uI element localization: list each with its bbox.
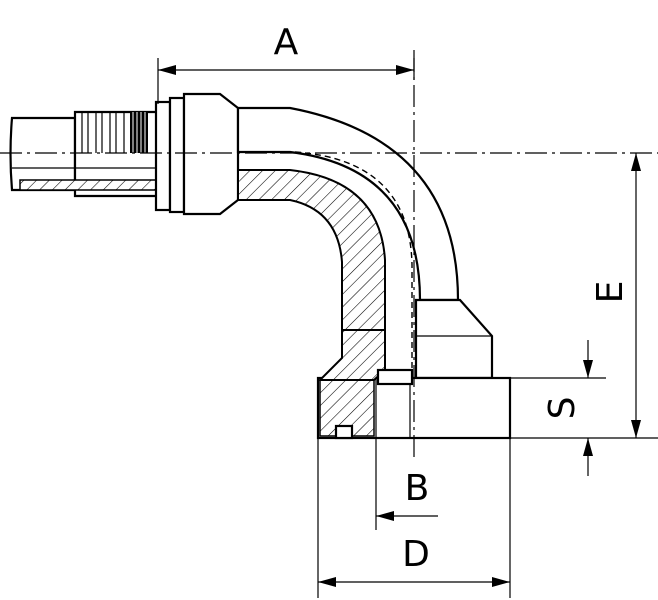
dimension-e: E bbox=[510, 153, 658, 439]
label-a: A bbox=[274, 22, 299, 63]
serrations bbox=[81, 112, 148, 153]
centerlines bbox=[0, 50, 658, 460]
dimension-a: A bbox=[157, 22, 415, 104]
label-b: B bbox=[405, 468, 430, 509]
dimension-d: D bbox=[317, 438, 511, 598]
hose-tail bbox=[9, 96, 186, 214]
label-s: S bbox=[542, 397, 583, 420]
flange bbox=[316, 298, 512, 440]
label-d: D bbox=[402, 534, 430, 575]
label-e: E bbox=[590, 281, 631, 304]
dimension-s: S bbox=[510, 340, 606, 476]
dimension-b: B bbox=[375, 438, 438, 530]
